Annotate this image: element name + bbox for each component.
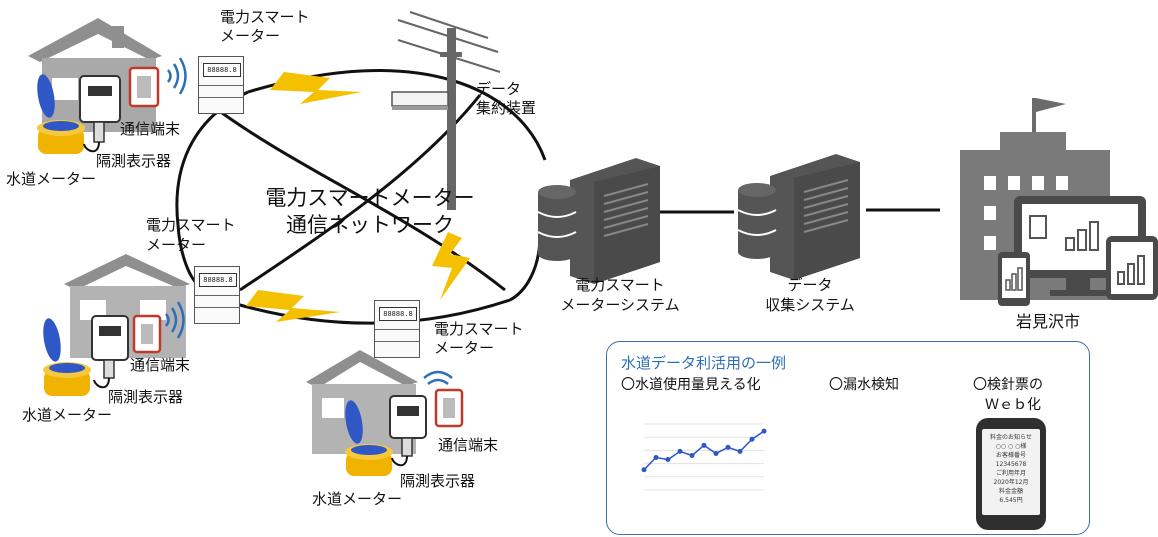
phone-screen: 料金のお知らせ ○○ ○ ○様 お客様番号 12345678 ご利用年月 202… — [982, 429, 1040, 515]
water-meter-icon — [37, 74, 85, 154]
smart-meter-label: メーター — [220, 27, 281, 45]
example-usage-visualization: 〇水道使用量見える化 — [621, 377, 761, 393]
collection-system-label: 収集システム — [765, 296, 855, 314]
smart-meter-label: メーター — [434, 339, 495, 357]
smart-meter-label: 電力スマート — [146, 216, 236, 234]
bill-line: お客様番号 — [995, 452, 1026, 459]
remote-display-label: 隔測表示器 — [108, 388, 184, 406]
water-meter-icon — [345, 400, 393, 476]
remote-display-label: 隔測表示器 — [400, 472, 476, 490]
chart-point — [689, 452, 695, 458]
chart-point — [713, 450, 719, 456]
chart-point — [665, 457, 671, 463]
chart-point — [641, 467, 647, 473]
database-icon — [737, 183, 777, 259]
example-web-bill: Ｗｅｂ化 — [985, 397, 1041, 413]
remote-display-icon — [389, 395, 427, 467]
meter-display: 88888.8 — [199, 273, 237, 287]
meter-display: 88888.8 — [203, 63, 241, 77]
chart-point — [677, 448, 683, 454]
aggregator-label: 集約装置 — [476, 99, 537, 117]
bill-line: 12345678 — [995, 461, 1027, 468]
wifi-icon — [423, 370, 453, 386]
bill-line: 料金のお知らせ — [990, 434, 1032, 441]
remote-display-icon — [91, 315, 129, 389]
meter-display: 88888.8 — [379, 307, 417, 321]
smart-meter-icon: 88888.8 — [198, 56, 244, 114]
database-icon — [537, 185, 577, 261]
utility-pole-icon — [391, 11, 501, 210]
water-meter-label: 水道メーター — [312, 490, 403, 508]
collection-system-label: データ — [787, 276, 833, 294]
network-title-line2: 通信ネットワーク — [286, 213, 454, 237]
bill-line: 料金金額 — [998, 488, 1023, 495]
meter-system-label: 電力スマート — [575, 276, 665, 294]
lightning-icon — [246, 72, 470, 322]
bill-line: 2020年12月 — [993, 479, 1029, 486]
city-hall-icon — [960, 98, 1158, 306]
panel-title: 水道データ利活用の一例 — [621, 354, 787, 372]
chart-point — [701, 442, 707, 448]
comm-terminal-label: 通信端末 — [438, 436, 499, 454]
chart-point — [653, 455, 659, 461]
smart-meter-label: 電力スマート — [434, 320, 524, 338]
wifi-icon — [166, 57, 187, 95]
remote-display-label: 隔測表示器 — [96, 152, 172, 170]
water-meter-label: 水道メーター — [22, 406, 113, 424]
meter-system-label: メーターシステム — [560, 296, 680, 314]
smart-meter-icon: 88888.8 — [194, 266, 240, 324]
server-icon — [570, 158, 660, 284]
bill-line: ご利用年月 — [995, 470, 1026, 477]
chart-point — [737, 448, 743, 454]
water-meter-icon — [43, 318, 91, 396]
aggregator-label: データ — [476, 80, 522, 98]
smart-meter-label: 電力スマート — [220, 8, 310, 26]
remote-display-icon — [79, 75, 121, 153]
bill-line: 6,545円 — [999, 497, 1023, 504]
comm-terminal-icon — [434, 388, 464, 428]
example-leak-detection: 〇漏水検知 — [829, 377, 899, 393]
water-meter-label: 水道メーター — [6, 170, 97, 188]
comm-terminal-label: 通信端末 — [120, 120, 181, 138]
usage-line-chart — [641, 423, 767, 491]
example-web-bill: 〇検針票の — [973, 377, 1043, 393]
smartphone-icon: 料金のお知らせ ○○ ○ ○様 お客様番号 12345678 ご利用年月 202… — [976, 418, 1046, 530]
comm-terminal-label: 通信端末 — [130, 356, 191, 374]
city-label: 岩見沢市 — [1016, 312, 1081, 331]
smart-meter-icon: 88888.8 — [374, 300, 420, 358]
bill-line: ○○ ○ ○様 — [995, 443, 1027, 450]
chart-point — [761, 428, 767, 434]
server-icon — [770, 154, 860, 280]
comm-terminal-icon — [128, 66, 160, 108]
comm-terminal-icon — [132, 314, 162, 354]
wifi-icon — [164, 301, 185, 339]
smart-meter-label: メーター — [146, 236, 207, 254]
chart-point — [725, 444, 731, 450]
chart-point — [749, 436, 755, 442]
network-title-line1: 電力スマートメーター — [265, 186, 475, 210]
